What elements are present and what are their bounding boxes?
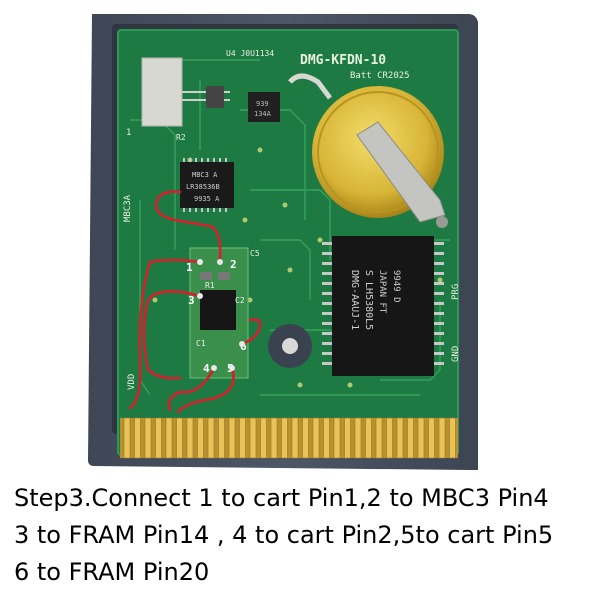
mbc3-chip [180,162,234,208]
wire-pin1 [128,258,202,410]
board-id: DMG-KFDN-10 [300,53,386,68]
wire-pin4 [167,366,216,412]
wire-pin2 [154,190,222,264]
r2-silk: R2 [176,133,186,142]
small-chip-line2: 134A [254,110,272,118]
mbc3-chip-line2: LR38536B [186,183,220,191]
caption-line-3: 6 to FRAM Pin20 [14,558,210,586]
batt-label: Batt CR2025 [350,71,410,81]
pin-3-label: 3 [188,294,195,307]
wire-pin6 [240,318,262,346]
prg-silk: PRG [451,284,461,300]
small-chip-line1: 939 [256,100,269,108]
rom-chip-line3: JAPAN FT [377,270,387,314]
mbc3-silk: MBC3A [123,194,133,222]
pin-1-label: 1 [186,261,193,274]
adapter-c1: C1 [196,339,206,348]
adapter-r1: R1 [205,281,215,290]
wire-pin5 [176,366,235,414]
sticker-patch [142,58,182,126]
adapter-c2: C2 [235,296,245,305]
rom-chip-line1: DMG-AAUJ-1 [349,270,360,330]
caption-line-1: Step3.Connect 1 to cart Pin1,2 to MBC3 P… [14,484,549,512]
mbc3-chip-line1: MBC3 A [192,171,218,179]
wire-pin3 [142,290,202,380]
rev-label: U4 J0U1134 [226,49,274,58]
small-chip [248,92,280,122]
rom-chip-line4: 9949 D [391,270,401,303]
pin-4-label: 4 [203,362,210,375]
battery-tab [356,121,446,223]
gnd-silk: GND [451,346,461,362]
instruction-caption: Step3.Connect 1 to cart Pin1,2 to MBC3 P… [14,480,594,591]
cartridge-photo: 939 134A MBC3 A LR38536B 9935 A DMG-AAUJ… [88,14,478,470]
c5-silk: C5 [250,249,260,258]
x1-silk: 1 [126,128,131,138]
rom-chip-line2: S LH5380L5 [363,270,374,330]
caption-line-2: 3 to FRAM Pin14 , 4 to cart Pin2,5to car… [14,521,554,549]
pin-2-label: 2 [230,258,237,271]
vdd-silk: VDD [127,374,137,390]
mbc3-chip-line3: 9935 A [194,195,220,203]
rom-chip [332,236,434,376]
